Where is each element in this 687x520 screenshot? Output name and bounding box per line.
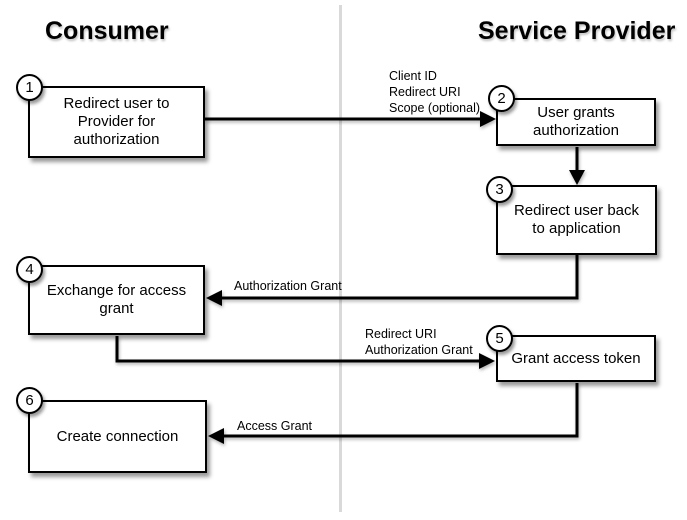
step-number: 4 bbox=[25, 261, 34, 278]
step-number-badge-4: 4 bbox=[16, 256, 43, 283]
arrow-label-redirect-uri-authorization-grant: Redirect URI Authorization Grant bbox=[365, 327, 473, 357]
step-box-redirect-user-back: Redirect user back to application bbox=[496, 185, 657, 255]
arrow-step1-to-step2 bbox=[205, 111, 496, 127]
arrow-step4-to-step5 bbox=[115, 336, 495, 369]
arrow-step5-to-step6 bbox=[208, 383, 579, 444]
step-number: 1 bbox=[25, 79, 34, 96]
arrow-label-authorization-grant: Authorization Grant bbox=[234, 279, 342, 293]
arrow-step2-to-step3 bbox=[569, 147, 585, 185]
arrow-label-client-id-redirect-uri-scope: Client ID Redirect URI Scope (optional) bbox=[389, 69, 481, 115]
lane-title-consumer: Consumer bbox=[45, 17, 169, 45]
step-number-badge-6: 6 bbox=[16, 387, 43, 414]
step-number: 5 bbox=[495, 330, 504, 347]
step-box-label: Exchange for access grant bbox=[46, 282, 187, 317]
step-number-badge-1: 1 bbox=[16, 74, 43, 101]
step-box-redirect-user-to-provider: Redirect user to Provider for authorizat… bbox=[28, 86, 205, 158]
step-box-create-connection: Create connection bbox=[28, 400, 207, 473]
step-number: 6 bbox=[25, 392, 34, 409]
arrow-label-access-grant: Access Grant bbox=[237, 419, 313, 433]
lane-divider bbox=[339, 5, 342, 512]
step-box-label: Redirect user to Provider for authorizat… bbox=[63, 95, 170, 148]
step-box-label: User grants authorization bbox=[533, 104, 619, 139]
step-box-label: Grant access token bbox=[511, 349, 641, 367]
step-box-label: Create connection bbox=[56, 427, 179, 445]
step-box-user-grants-authorization: User grants authorization bbox=[496, 98, 656, 146]
step-box-label: Redirect user back to application bbox=[513, 202, 640, 237]
step-number-badge-5: 5 bbox=[486, 325, 513, 352]
step-box-exchange-for-access-grant: Exchange for access grant bbox=[28, 265, 205, 335]
lane-title-service-provider: Service Provider bbox=[478, 17, 676, 45]
step-number: 3 bbox=[495, 181, 504, 198]
arrow-step3-to-step4 bbox=[206, 255, 579, 306]
step-number: 2 bbox=[497, 90, 506, 107]
step-number-badge-2: 2 bbox=[488, 85, 515, 112]
step-number-badge-3: 3 bbox=[486, 176, 513, 203]
step-box-grant-access-token: Grant access token bbox=[496, 335, 656, 382]
